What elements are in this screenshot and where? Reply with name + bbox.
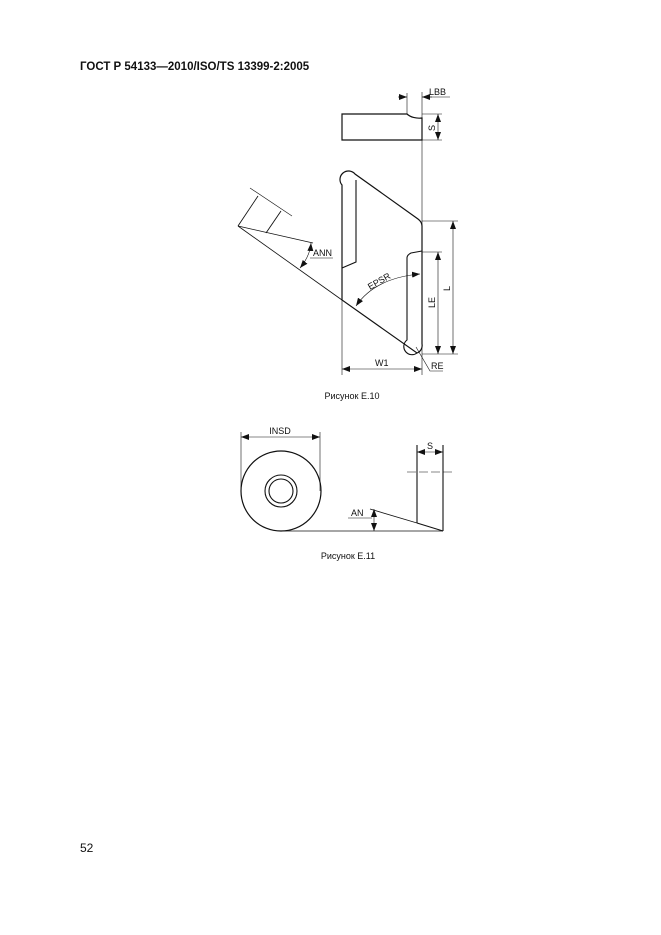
label-le: LE xyxy=(427,297,437,308)
label-epsr: EPSR xyxy=(366,271,393,292)
label-lbb: LBB xyxy=(429,87,446,97)
page-number: 52 xyxy=(80,841,94,855)
label-s-top: S xyxy=(427,125,437,131)
label-re: RE xyxy=(431,361,444,371)
figure-e11-caption: Рисунок Е.11 xyxy=(321,551,375,561)
document-header: ГОСТ Р 54133—2010/ISO/TS 13399-2:2005 xyxy=(80,61,310,73)
figure-e11-drawing xyxy=(240,432,455,532)
figure-e10-caption: Рисунок Е.10 xyxy=(325,391,380,401)
figure-e10-drawing xyxy=(237,92,458,375)
label-insd: INSD xyxy=(269,426,291,436)
label-w1: W1 xyxy=(375,358,389,368)
label-an: AN xyxy=(351,508,364,518)
label-ann: ANN xyxy=(313,248,332,258)
label-l: L xyxy=(442,286,452,291)
label-s-side: S xyxy=(427,441,433,451)
